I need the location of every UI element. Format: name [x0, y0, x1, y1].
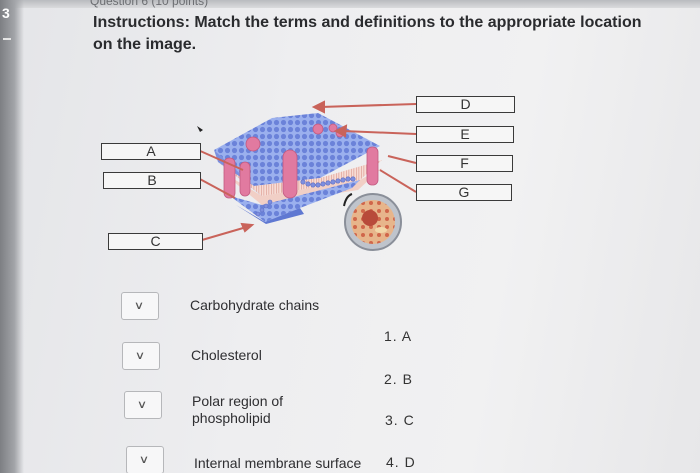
- left-pointer-lines: [197, 149, 255, 241]
- label-g: G: [458, 184, 470, 200]
- match-select-3[interactable]: ∨: [124, 391, 162, 419]
- right-pointer-lines: [311, 100, 417, 193]
- label-box-b: B: [103, 172, 201, 189]
- cell-inset: [343, 193, 402, 251]
- label-e: E: [460, 126, 470, 142]
- chevron-down-icon: ∨: [134, 350, 146, 362]
- membrane-tails: [218, 160, 382, 205]
- choice-3: 3. C: [385, 412, 415, 428]
- label-d: D: [460, 96, 471, 112]
- label-b: B: [147, 172, 157, 188]
- question-title-bar: Question 6 (10 points): [0, 0, 700, 8]
- question-title: Question 6 (10 points): [90, 0, 209, 8]
- label-box-d: D: [416, 96, 515, 113]
- chevron-down-icon: ∨: [136, 399, 148, 411]
- term-carbohydrate-chains: Carbohydrate chains: [190, 297, 320, 313]
- label-box-f: F: [416, 155, 513, 172]
- label-box-e: E: [416, 126, 514, 143]
- membrane-bottom-surface: [230, 180, 360, 224]
- choice-1: 1. A: [384, 328, 413, 344]
- membrane-top-surface: [214, 113, 380, 196]
- label-box-c: C: [108, 233, 203, 250]
- match-select-1[interactable]: ∨: [121, 292, 159, 320]
- dash-mark: [3, 38, 11, 40]
- chevron-down-icon: ∨: [133, 300, 145, 312]
- term-internal-membrane-surface: Internal membrane surface: [194, 455, 362, 471]
- membrane-proteins: [223, 123, 379, 199]
- instructions-text: Instructions: Match the terms and defini…: [93, 14, 642, 53]
- match-select-2[interactable]: ∨: [122, 342, 160, 370]
- carbohydrate-chain: [255, 176, 356, 217]
- choice-2: 2. B: [384, 371, 413, 387]
- label-box-g: G: [416, 184, 512, 201]
- choice-4: 4. D: [386, 454, 416, 470]
- left-panel-edge: 3: [0, 0, 24, 473]
- pointer-mark: [197, 126, 203, 132]
- page-number: 3: [2, 5, 10, 21]
- term-cholesterol: Cholesterol: [191, 347, 262, 363]
- label-f: F: [460, 155, 469, 171]
- label-c: C: [150, 233, 161, 249]
- label-a: A: [146, 143, 156, 159]
- match-select-4[interactable]: ∨: [126, 446, 164, 473]
- label-box-a: A: [101, 143, 201, 160]
- term-polar-region: Polar region of phospholipid: [192, 393, 284, 426]
- chevron-down-icon: ∨: [138, 454, 150, 466]
